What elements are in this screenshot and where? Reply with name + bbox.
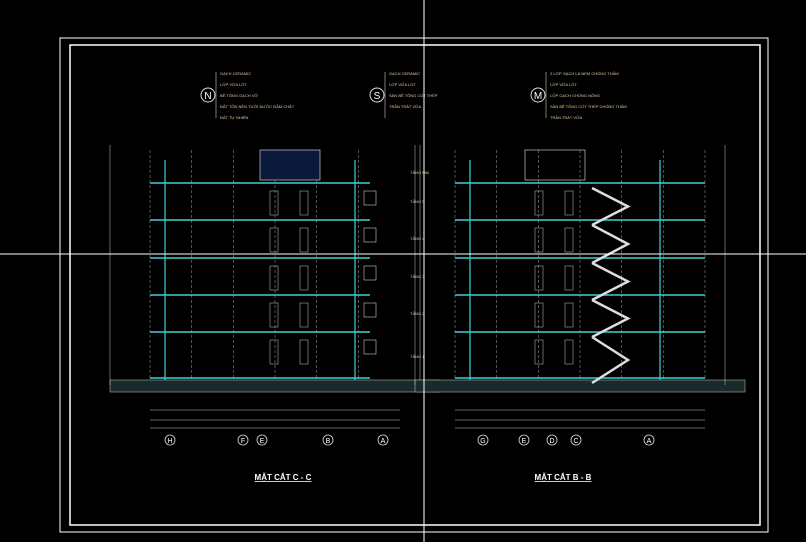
legend-item: 2 LỚP GẠCH LÁ NEM CHỐNG THẤM [550,71,619,76]
door [564,339,574,365]
axis-bubble [164,434,176,446]
axis-bubble [643,434,655,446]
legend-item: BÊ TÔNG GẠCH VỠ [220,93,258,98]
door [534,339,544,365]
door [299,339,309,365]
door [564,302,574,328]
axis-bubble [546,434,558,446]
axis-label: F [241,438,245,445]
axis-bubble [322,434,334,446]
exterior-staircase [591,186,631,385]
floor-label: TẦNG 1 [410,354,425,359]
axis-bubble [570,434,582,446]
floor-label: TẦNG 4 [410,236,425,241]
door [299,265,309,291]
axis-label: H [167,438,172,445]
door [269,302,279,328]
axis-label: G [480,438,485,445]
legend-item: LỚP GẠCH CHỐNG NÓNG [550,93,600,98]
axis-label: A [647,438,652,445]
floor-label: TẦNG 3 [410,274,425,279]
legend-item: TRẦN TRÁT VỮA [389,104,421,109]
axis-bubble [377,434,389,446]
door [269,227,279,253]
door [269,339,279,365]
stair-tower-roof [524,149,586,181]
window [363,339,377,355]
legend-symbol: S [374,91,381,102]
floor-label: TẦNG 5 [410,199,425,204]
axis-label: E [522,438,527,445]
legend-m-bubble [530,87,546,103]
axis-label: C [573,438,578,445]
legend-item: LỚP VỮA LÓT [220,82,247,87]
axis-label: B [326,438,331,445]
axis-label: D [549,438,554,445]
door [534,302,544,328]
window [363,190,377,206]
legend-item: SÀN BÊ TÔNG CỐT THÉP [389,93,438,98]
axis-bubble [518,434,530,446]
legend-item: SÀN BÊ TÔNG CỐT THÉP CHỐNG THẤM [550,104,627,109]
window [363,302,377,318]
door [299,190,309,216]
door [564,190,574,216]
stair-tower-roof [259,149,321,181]
door [534,265,544,291]
door [269,265,279,291]
axis-label: A [381,438,386,445]
legend-m: M [530,87,546,103]
floor-label: TẦNG 2 [410,311,425,316]
floor-label: TẦNG MÁI [410,170,429,175]
window [363,227,377,243]
door [299,302,309,328]
section-title-c-c: MẶT CẮT C - C [255,473,312,482]
door [564,227,574,253]
legend-item: ĐẤT TỰ NHIÊN [220,115,248,120]
door [299,227,309,253]
door [534,227,544,253]
axis-bubble [477,434,489,446]
legend-item: GẠCH CERAMIC [389,71,420,76]
ground-hatch [414,379,746,393]
legend-item: LỚP VỮA LÓT [550,82,577,87]
window [363,265,377,281]
legend-symbol: M [534,91,542,102]
section-title-b-b: MẶT CẮT B - B [535,473,592,482]
ground-hatch [109,379,441,393]
legend-n: N [200,87,216,103]
legend-item: LỚP VỮA LÓT [389,82,416,87]
door [564,265,574,291]
door [534,190,544,216]
axis-label: E [260,438,265,445]
legend-s-bubble [369,87,385,103]
legend-symbol: N [204,91,211,102]
legend-item: GẠCH CERAMIC [220,71,251,76]
legend-item: TRẦN TRÁT VỮA [550,115,582,120]
legend-s: S [369,87,385,103]
door [269,190,279,216]
axis-bubble [256,434,268,446]
legend-n-bubble [200,87,216,103]
legend-item: ĐẤT TÔN NỀN TƯỚI NƯỚC ĐẦM CHẶT [220,104,295,109]
axis-bubble [237,434,249,446]
drawing-frame [59,37,769,533]
